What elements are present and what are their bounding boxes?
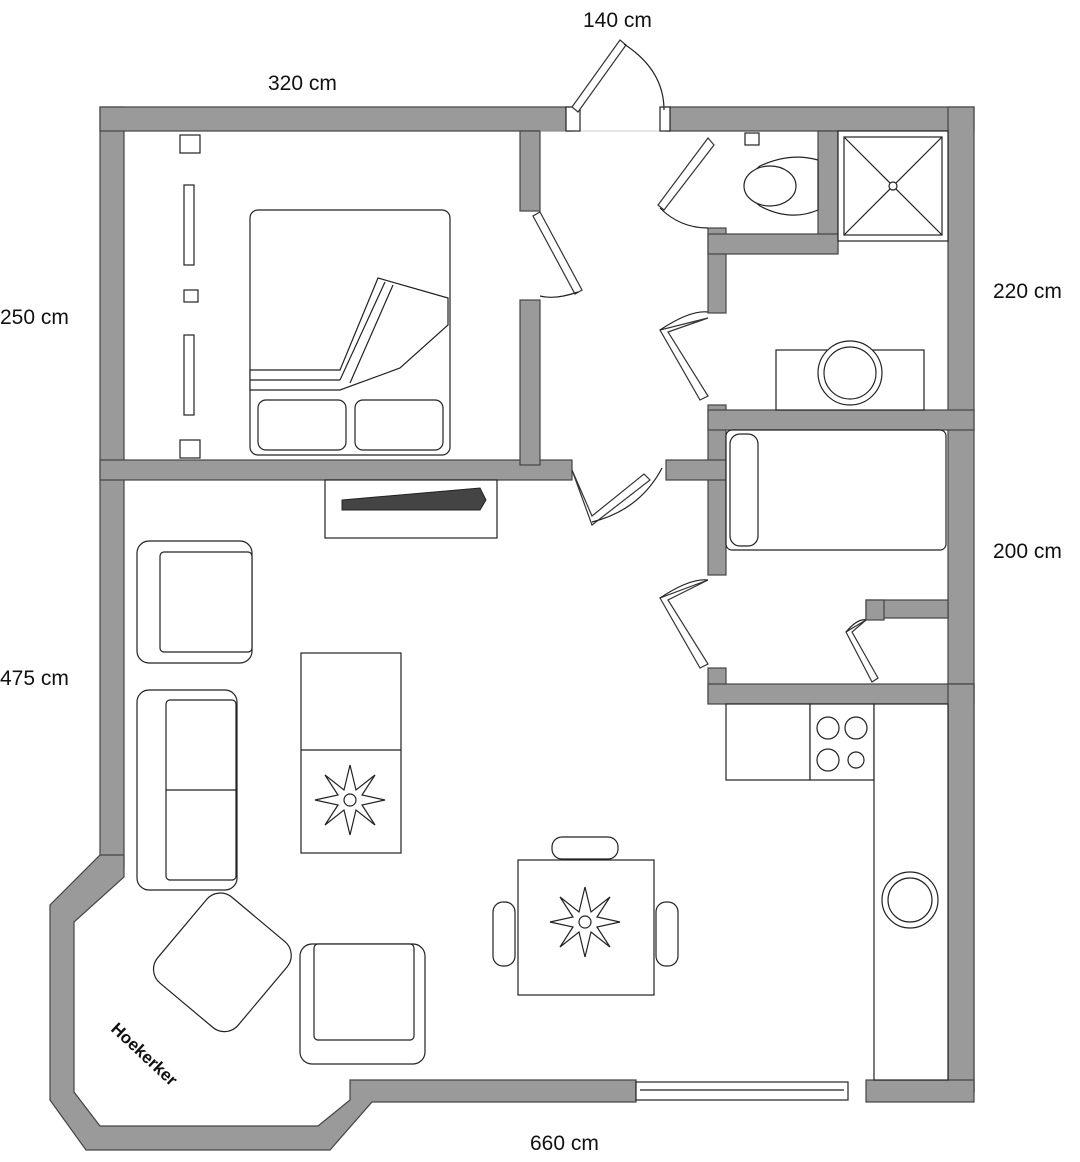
dim-second-room-depth: 200 cm — [993, 540, 1062, 563]
sliding-door — [635, 1081, 849, 1101]
burner-2 — [844, 716, 868, 740]
bathroom — [743, 130, 949, 411]
doors — [532, 39, 879, 683]
closet-door-arc — [845, 619, 867, 633]
hall-door-leaf — [571, 469, 651, 526]
bath-door-leaf — [659, 317, 709, 401]
toilet-tank — [744, 132, 760, 146]
dim-bathroom-depth: 220 cm — [993, 280, 1062, 303]
single-bed — [725, 429, 947, 551]
coffee-table — [300, 652, 402, 854]
wall-hall-bottom-left — [665, 459, 727, 481]
entrance-door-arc — [623, 43, 665, 111]
kitchen — [725, 703, 949, 1081]
window-bedroom-left — [179, 134, 201, 154]
dim-bedroom-depth: 250 cm — [0, 306, 69, 329]
entrance-jamb-right — [659, 106, 671, 132]
wall-bottom-left — [49, 854, 637, 1151]
kitchen-cabinet — [725, 703, 811, 781]
blanket-fold-1 — [339, 281, 386, 381]
wall-top-right — [665, 106, 975, 132]
burner-4 — [847, 751, 865, 769]
bedroom-door-leaf — [532, 211, 583, 295]
wall-toilet-right — [817, 130, 839, 252]
plant-icon — [549, 886, 621, 958]
window-frame-3 — [183, 334, 195, 416]
dim-bedroom-width: 320 cm — [268, 72, 337, 95]
bath-sink-inner — [823, 346, 877, 400]
closet-door-leaf — [845, 619, 879, 683]
room2-door-arc — [659, 579, 709, 599]
entrance-door-leaf — [571, 39, 627, 113]
wall-closet-left — [865, 599, 885, 621]
toilet-door-leaf — [657, 137, 715, 211]
dining-chair-right — [655, 901, 679, 967]
wall-top-left — [99, 106, 573, 132]
burner-1 — [816, 716, 840, 740]
wall-bedroom-bottom — [99, 459, 573, 481]
wall-left — [99, 106, 125, 868]
windows — [179, 130, 849, 1101]
toilet-seat — [743, 165, 797, 207]
blanket-fold-2 — [349, 284, 394, 384]
kitchen-sink-inner — [887, 877, 933, 923]
cooktop — [809, 703, 875, 781]
wall-kitchen-right — [947, 683, 975, 1093]
room2-door-leaf — [659, 579, 709, 669]
wall-bedroom-right-top — [519, 130, 541, 212]
tv-screen — [341, 487, 487, 511]
wall-toilet-bottom — [707, 233, 839, 255]
folded-blanket — [249, 277, 449, 391]
wall-room2-bottom — [707, 683, 975, 705]
hall-door-arc — [591, 467, 663, 523]
dim-door-width: 140 cm — [583, 9, 652, 32]
dim-living-depth: 475 cm — [0, 667, 69, 690]
shower-drain — [888, 181, 898, 191]
second-room — [725, 429, 947, 551]
bay-window-label: Hoekerker — [107, 1019, 181, 1090]
dining-chair-top — [551, 836, 619, 860]
burner-3 — [816, 748, 840, 772]
pillow-right — [354, 399, 444, 451]
pillow-left — [257, 399, 347, 451]
window-frame-1 — [183, 184, 195, 266]
bedroom-door-arc — [539, 291, 579, 298]
single-bed-pillow — [729, 433, 759, 547]
double-bed — [249, 209, 451, 456]
dining-chair-left — [492, 901, 516, 967]
armchair-bottom-seat — [313, 943, 415, 1041]
toilet-door-arc — [659, 207, 709, 229]
wall-bedroom-right-bottom — [519, 299, 541, 466]
bath-door-arc — [659, 311, 709, 331]
wall-bottom-right — [865, 1079, 975, 1103]
living-room — [136, 479, 679, 1065]
armchair-bay — [152, 892, 292, 1033]
walls — [49, 106, 975, 1151]
plant-icon — [314, 764, 386, 836]
wall-bath-bottom — [707, 409, 975, 431]
bedroom — [249, 209, 451, 456]
dim-total-width: 660 cm — [530, 1132, 599, 1155]
armchair-top-seat — [159, 551, 253, 653]
window-frame-4 — [179, 439, 201, 459]
window-frame-2 — [183, 289, 199, 303]
